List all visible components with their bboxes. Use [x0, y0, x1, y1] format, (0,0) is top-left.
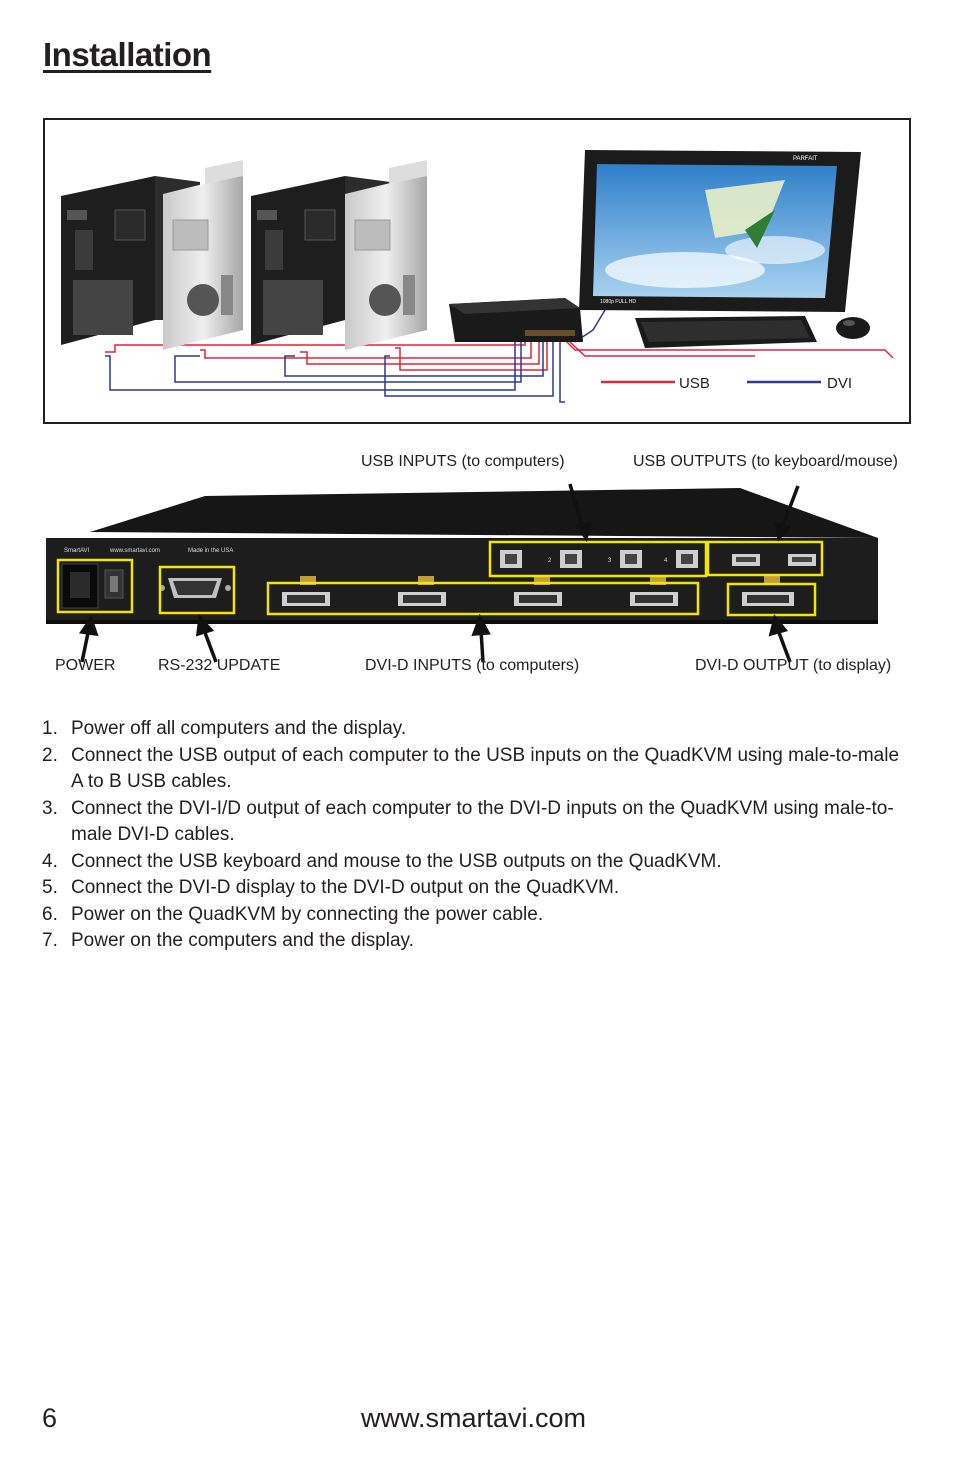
step-number: 7. [42, 930, 58, 951]
step-text: Connect the USB output of each computer … [71, 744, 900, 793]
usb-input-4 [676, 550, 698, 568]
usb-outputs-highlight [706, 540, 824, 577]
usb-input-ports: 2 3 4 [500, 550, 698, 568]
page-number: 6 [42, 1403, 58, 1433]
step-item: 4. Connect the USB keyboard and mouse to … [42, 849, 902, 876]
dvi-input-4 [630, 576, 678, 606]
dvi-output-highlight [726, 582, 817, 617]
dvi-legend-label: DVI [827, 375, 852, 392]
usb-outputs-callout: USB OUTPUTS (to keyboard/mouse) [633, 453, 898, 470]
setup-diagram: PARFAIT 1080p FULL HD USB DVI [43, 118, 911, 424]
footer-website: www.smartavi.com [361, 1403, 587, 1433]
installation-steps: 1. Power off all computers and the displa… [42, 716, 902, 955]
kvm-switch [449, 298, 583, 342]
usb-inputs-highlight [488, 540, 708, 578]
dvi-inputs-highlight [266, 581, 700, 616]
step-item: 5. Connect the DVI-D display to the DVI-D… [42, 875, 902, 902]
step-item: 3. Connect the DVI-I/D output of each com… [42, 796, 902, 849]
step-text: Connect the DVI-I/D output of each compu… [71, 797, 894, 846]
rs232-port [159, 578, 231, 598]
mouse [836, 317, 870, 339]
dvi-input-2 [398, 576, 446, 606]
dvi-input-ports [282, 576, 678, 606]
keyboard [635, 316, 817, 348]
step-number: 3. [42, 797, 58, 819]
dvi-input-3 [514, 576, 562, 606]
panel-website: www.smartavi.com [109, 548, 160, 554]
usb-cables [105, 339, 894, 371]
step-number: 5. [42, 877, 58, 898]
port-number-3: 3 [608, 558, 612, 564]
power-highlight [56, 558, 134, 614]
port-number-2: 2 [548, 558, 552, 564]
usb-input-2 [560, 550, 582, 568]
step-item: 6. Power on the QuadKVM by connecting the… [42, 902, 902, 929]
step-number: 1. [42, 718, 58, 739]
dvi-inputs-arrow [471, 613, 491, 663]
step-number: 2. [42, 744, 58, 766]
chassis-top [90, 488, 878, 538]
dvi-inputs-callout: DVI-D INPUTS (to computers) [365, 657, 580, 674]
dvi-output-callout: DVI-D OUTPUT (to display) [695, 657, 892, 674]
panel-brand: SmartAVI [64, 548, 90, 554]
step-item: 7. Power on the computers and the display… [42, 928, 902, 955]
rs232-highlight [158, 565, 236, 615]
page-title: Installation [43, 36, 212, 73]
step-text: Connect the DVI-D display to the DVI-D o… [71, 877, 620, 898]
dvi-output-arrow [768, 614, 792, 663]
step-text: Power on the QuadKVM by connecting the p… [71, 903, 544, 925]
power-callout: POWER [55, 657, 116, 674]
port-number-4: 4 [664, 558, 668, 564]
step-number: 4. [42, 850, 58, 872]
usb-legend-label: USB [679, 375, 710, 392]
step-item: 2. Connect the USB output of each compute… [42, 743, 902, 796]
power-port [61, 563, 124, 609]
usb-output-ports [732, 554, 816, 566]
step-text: Power on the computers and the display. [71, 930, 414, 951]
dvi-output-port [742, 574, 794, 606]
rear-panel-diagram: SmartAVI www.smartavi.com Made in the US… [0, 440, 954, 690]
rs232-arrow [195, 614, 218, 663]
step-text: Connect the USB keyboard and mouse to th… [71, 850, 722, 872]
usb-inputs-arrow [568, 483, 593, 543]
rs232-callout: RS-232 UPDATE [158, 657, 281, 674]
step-item: 1. Power off all computers and the displa… [42, 716, 902, 743]
monitor-brand: PARFAIT [793, 156, 818, 162]
step-text: Power off all computers and the display. [71, 718, 407, 739]
panel-made-in: Made in the USA [188, 548, 233, 554]
step-number: 6. [42, 903, 58, 925]
dvi-input-1 [282, 576, 330, 606]
usb-input-3 [620, 550, 642, 568]
monitor-badge: 1080p FULL HD [600, 299, 636, 305]
computer-tower-4 [345, 160, 427, 350]
legend: USB DVI [601, 375, 852, 392]
usb-outputs-arrow [773, 485, 800, 542]
power-arrow [78, 615, 99, 663]
computer-tower-2 [163, 160, 243, 350]
usb-inputs-callout: USB INPUTS (to computers) [361, 453, 565, 470]
usb-input-1 [500, 550, 522, 568]
monitor: PARFAIT 1080p FULL HD [579, 150, 861, 312]
